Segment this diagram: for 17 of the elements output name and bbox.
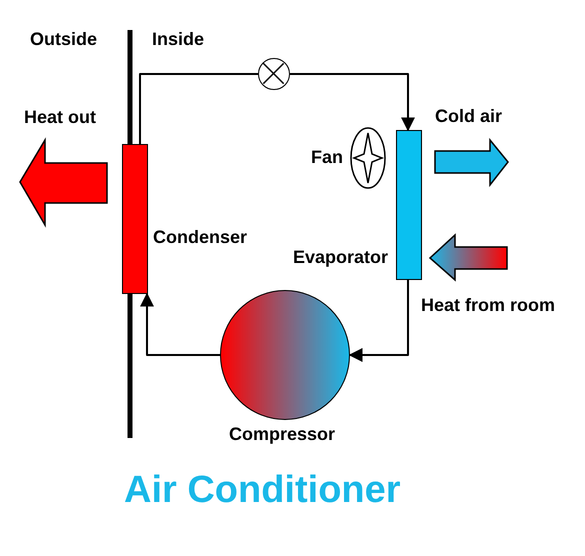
arrow-label: Cold air	[435, 107, 502, 127]
side-label: Outside	[30, 30, 98, 50]
arrow	[290, 73, 415, 132]
condenser-bar	[122, 144, 148, 294]
diagram-title: Air Conditioner	[124, 470, 401, 512]
fan-label: Fan	[311, 148, 344, 168]
side-label: Inside	[152, 30, 204, 50]
node-caption: Condenser	[153, 228, 248, 248]
connector-line	[139, 73, 258, 144]
arrow	[348, 280, 409, 362]
node-caption: Compressor	[229, 425, 336, 445]
arrow	[140, 292, 220, 356]
arrow-label: Heat out	[24, 108, 96, 128]
arrow-label: Heat from room	[421, 296, 556, 316]
node-caption: Evaporator	[293, 248, 388, 268]
expansion-valve-symbol	[258, 58, 290, 90]
evaporator-bar	[396, 130, 422, 280]
